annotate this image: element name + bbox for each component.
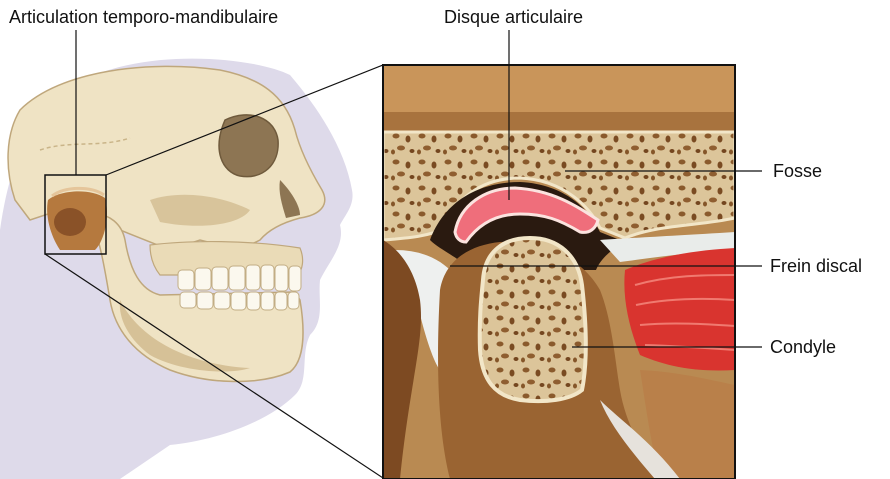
label-frenum: Frein discal	[770, 257, 862, 275]
label-tmj: Articulation temporo-mandibulaire	[9, 8, 278, 26]
label-fossa: Fosse	[773, 162, 822, 180]
skull-illustration	[0, 59, 353, 479]
upper-teeth	[178, 265, 301, 291]
joint-cross-section	[383, 65, 735, 479]
label-condyle: Condyle	[770, 338, 836, 356]
eye-socket	[219, 115, 278, 177]
lower-teeth	[180, 292, 299, 310]
condyle	[480, 238, 586, 401]
label-disc: Disque articulaire	[444, 8, 583, 26]
tmj-zone	[47, 188, 107, 250]
